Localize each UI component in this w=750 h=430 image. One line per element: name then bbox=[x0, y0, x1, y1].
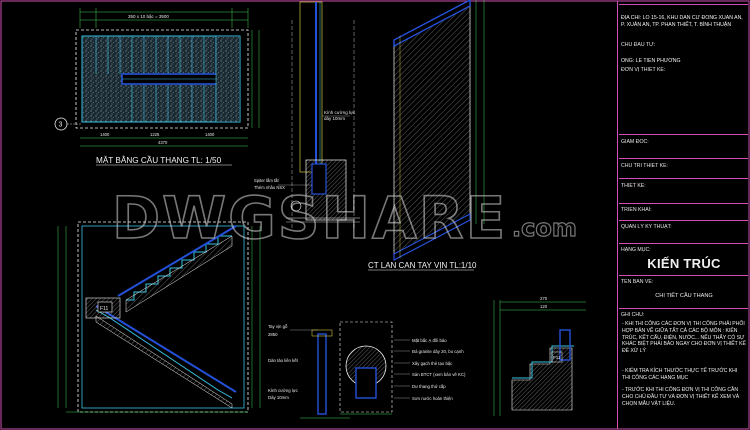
stair-plan-view: 350 x 10 bậc = 3500 3 1400 1225 1 bbox=[54, 8, 260, 166]
glass-b-label: Kính cường lực bbox=[268, 388, 299, 393]
step-nosing-detail: 270 120 F11 bbox=[493, 296, 586, 416]
owner-name: ÔNG: LÊ TIẾN PHƯƠNG bbox=[621, 58, 681, 64]
spiral-label-2: Thém nhầu NSX bbox=[254, 185, 285, 190]
dim-bottom-b: 1225 bbox=[150, 132, 160, 137]
designer-label: THIẾT KẾ: bbox=[621, 183, 646, 189]
plan-title: MẶT BẰNG CẦU THANG TL: 1/50 bbox=[96, 155, 222, 165]
deploy-label: TRIỂN KHAI: bbox=[621, 207, 652, 213]
watermark-suffix: .com bbox=[512, 214, 577, 242]
detail-1: Mặt bấc Ạ đồi bảo bbox=[412, 338, 447, 343]
tag2-label: F11 bbox=[553, 355, 561, 360]
tread-detail-circle bbox=[339, 321, 393, 415]
chief-design-label: CHỦ TRÌ THIẾT KẾ: bbox=[621, 163, 668, 169]
watermark: DWGSHARE .com bbox=[111, 183, 577, 253]
glass-label: Kính cường lực bbox=[324, 110, 356, 115]
dim-top-label: 350 x 10 bậc = 3500 bbox=[128, 14, 169, 19]
detail-5: Dư thang thứ cấp bbox=[412, 384, 446, 389]
note-3: - TRƯỚC KHI THI CÔNG ĐƠN VỊ THI CÔNG CẦN… bbox=[622, 387, 740, 407]
design-unit-label: ĐƠN VỊ THIẾT KẾ: bbox=[621, 67, 666, 73]
notes-label: GHI CHÚ: bbox=[621, 312, 645, 318]
material-labels: Mặt bấc Ạ đồi bảo Đá granite dày 20, bo … bbox=[394, 338, 466, 401]
screw-label: Dàn tào liên kết bbox=[268, 358, 299, 363]
title-block-border bbox=[617, 1, 618, 429]
spiral-label: Spiter lắm tắt bbox=[254, 178, 280, 183]
note-1: - KHI THI CÔNG CÁC ĐƠN VỊ THI CÔNG PHẢI … bbox=[622, 321, 746, 355]
rail-base-detail: Tay vịn gỗ 2850 Dàn tào liên kết Kính cư… bbox=[268, 324, 350, 419]
glass-b-label-2: Dày 10mm bbox=[268, 395, 289, 400]
detail-3: Xây gạch thẻ tạo bậc bbox=[412, 361, 453, 366]
detail-6: Sơn nước hoàn thiện bbox=[412, 396, 453, 401]
dim-270: 270 bbox=[540, 296, 548, 301]
stair-section-view: F11 bbox=[57, 221, 261, 413]
note-2: - KIỂM TRA KÍCH THƯỚC THỰC TẾ TRƯỚC KHI … bbox=[622, 368, 738, 381]
dim-bottom-a: 1400 bbox=[100, 132, 110, 137]
dim-120: 120 bbox=[540, 304, 548, 309]
handrail-top-label: Tay vịn gỗ bbox=[268, 324, 288, 329]
dim-bottom-c: 1400 bbox=[205, 132, 215, 137]
glass-label-2: dày 10mm bbox=[324, 116, 345, 121]
manager-label: QUẢN LÝ KỸ THUẬT: bbox=[621, 224, 672, 230]
handrail-elevation: CT LAN CAN TAY VỊN TL:1/10 bbox=[368, 0, 485, 271]
tag-label: F11 bbox=[100, 306, 108, 312]
project-address: ĐỊA CHỈ: LÔ 15-16, KHU DÂN CƯ ĐÔNG XUÂN … bbox=[621, 15, 743, 28]
handrail-title: CT LAN CAN TAY VỊN TL:1/10 bbox=[368, 261, 477, 270]
category-value: KIẾN TRÚC bbox=[647, 256, 721, 271]
h2850-label: 2850 bbox=[268, 332, 278, 337]
detail-4: Sàn BTCT (xem bản vẽ KC) bbox=[412, 372, 466, 377]
title-block: ĐỊA CHỈ: LÔ 15-16, KHU DÂN CƯ ĐÔNG XUÂN … bbox=[618, 0, 750, 430]
watermark-text: DWGSHARE bbox=[112, 184, 507, 252]
director-label: GIÁM ĐỐC: bbox=[621, 139, 649, 145]
owner-label: CHỦ ĐẦU TƯ: bbox=[621, 42, 656, 48]
detail-2: Đá granite dày 20, bo cạnh bbox=[412, 349, 464, 354]
category-label: HẠNG MỤC: bbox=[621, 247, 651, 253]
dim-bottom-total: 4370 bbox=[158, 140, 168, 145]
handrail-section: Kính cường lực dày 10mm Spiter lắm tắt T… bbox=[254, 1, 360, 230]
drawing-name-label: TÊN BẢN VẼ: bbox=[621, 279, 654, 285]
grid-bubble-label: 3 bbox=[59, 122, 63, 129]
drawing-name-value: CHI TIẾT CẦU THANG bbox=[655, 293, 713, 299]
